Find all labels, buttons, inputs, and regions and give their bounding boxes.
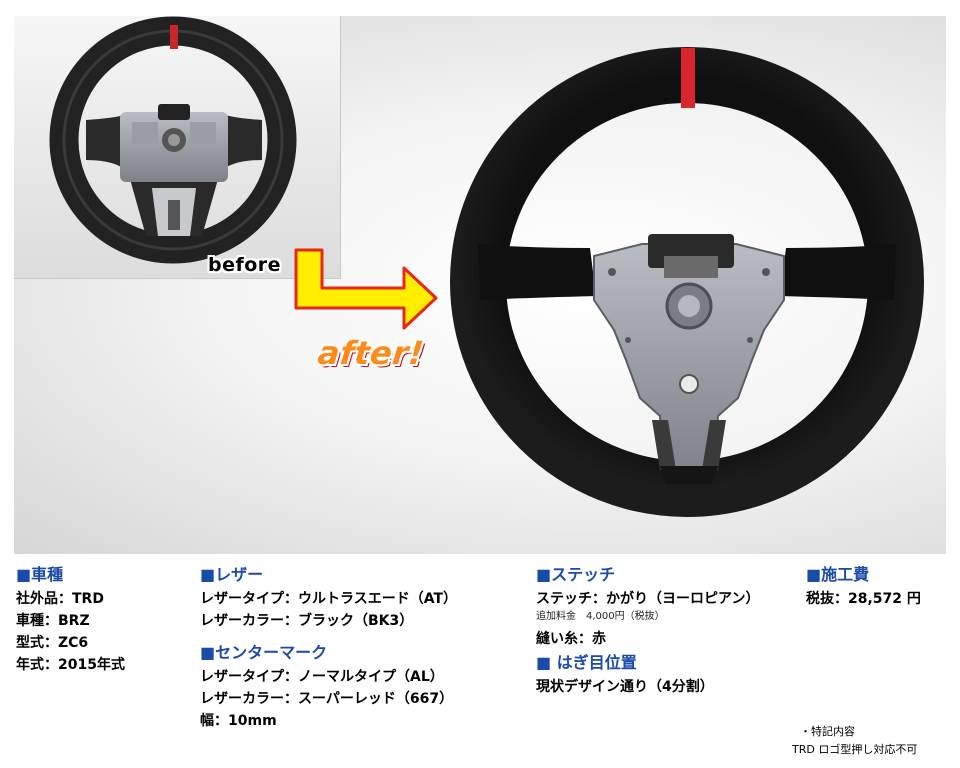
stitch-thread-row: 縫い糸：赤 xyxy=(536,631,606,647)
leather-row: レザーカラー：ブラック（BK3） xyxy=(200,613,414,629)
cost-row: 税抜：28,572 円 xyxy=(806,591,921,607)
after-steering-wheel xyxy=(450,47,924,517)
vehicle-row: 年式：2015年式 xyxy=(16,657,125,673)
vehicle-row: 型式：ZC6 xyxy=(16,635,89,651)
leather-row: レザータイプ：ウルトラスエード（AT） xyxy=(200,591,458,607)
vehicle-heading: ■車種 xyxy=(16,565,64,584)
before-label: before xyxy=(208,254,282,276)
after-label: after! xyxy=(316,334,426,372)
before-center-mark xyxy=(170,25,178,49)
stitch-extra-fee: 追加料金 4,000円（税抜） xyxy=(536,611,665,622)
before-after-arrow-icon xyxy=(294,248,438,330)
cost-heading: ■施工費 xyxy=(806,565,870,584)
center-mark-row: 幅：10mm xyxy=(200,713,277,729)
vehicle-row: 社外品：TRD xyxy=(16,591,104,607)
stitch-heading: ■ステッチ xyxy=(536,565,616,584)
notes-text: TRD ロゴ型押し対応不可 xyxy=(792,743,918,756)
stitch-row: ステッチ：かがり（ヨーロピアン） xyxy=(536,591,760,607)
center-mark-row: レザータイプ：ノーマルタイプ（AL） xyxy=(200,669,444,685)
leather-heading: ■レザー xyxy=(200,565,264,584)
cost-section: ■施工費 税抜：28,572 円 xyxy=(806,564,921,610)
center-mark-row: レザーカラー：スーパーレッド（667） xyxy=(200,691,454,707)
after-center-mark xyxy=(681,48,695,108)
leather-section: ■レザー レザータイプ：ウルトラスエード（AT） レザーカラー：ブラック（BK3… xyxy=(200,564,457,732)
vehicle-section: ■車種 社外品：TRD 車種：BRZ 型式：ZC6 年式：2015年式 xyxy=(16,564,125,676)
seam-heading: ■ はぎ目位置 xyxy=(536,653,637,672)
stitch-section: ■ステッチ ステッチ：かがり（ヨーロピアン） 追加料金 4,000円（税抜） 縫… xyxy=(536,564,759,698)
center-mark-heading: ■センターマーク xyxy=(200,643,328,662)
before-steering-wheel xyxy=(49,16,297,264)
notes-label: ・特記内容 xyxy=(800,725,855,738)
seam-row: 現状デザイン通り（4分割） xyxy=(536,679,714,695)
vehicle-row: 車種：BRZ xyxy=(16,613,90,629)
